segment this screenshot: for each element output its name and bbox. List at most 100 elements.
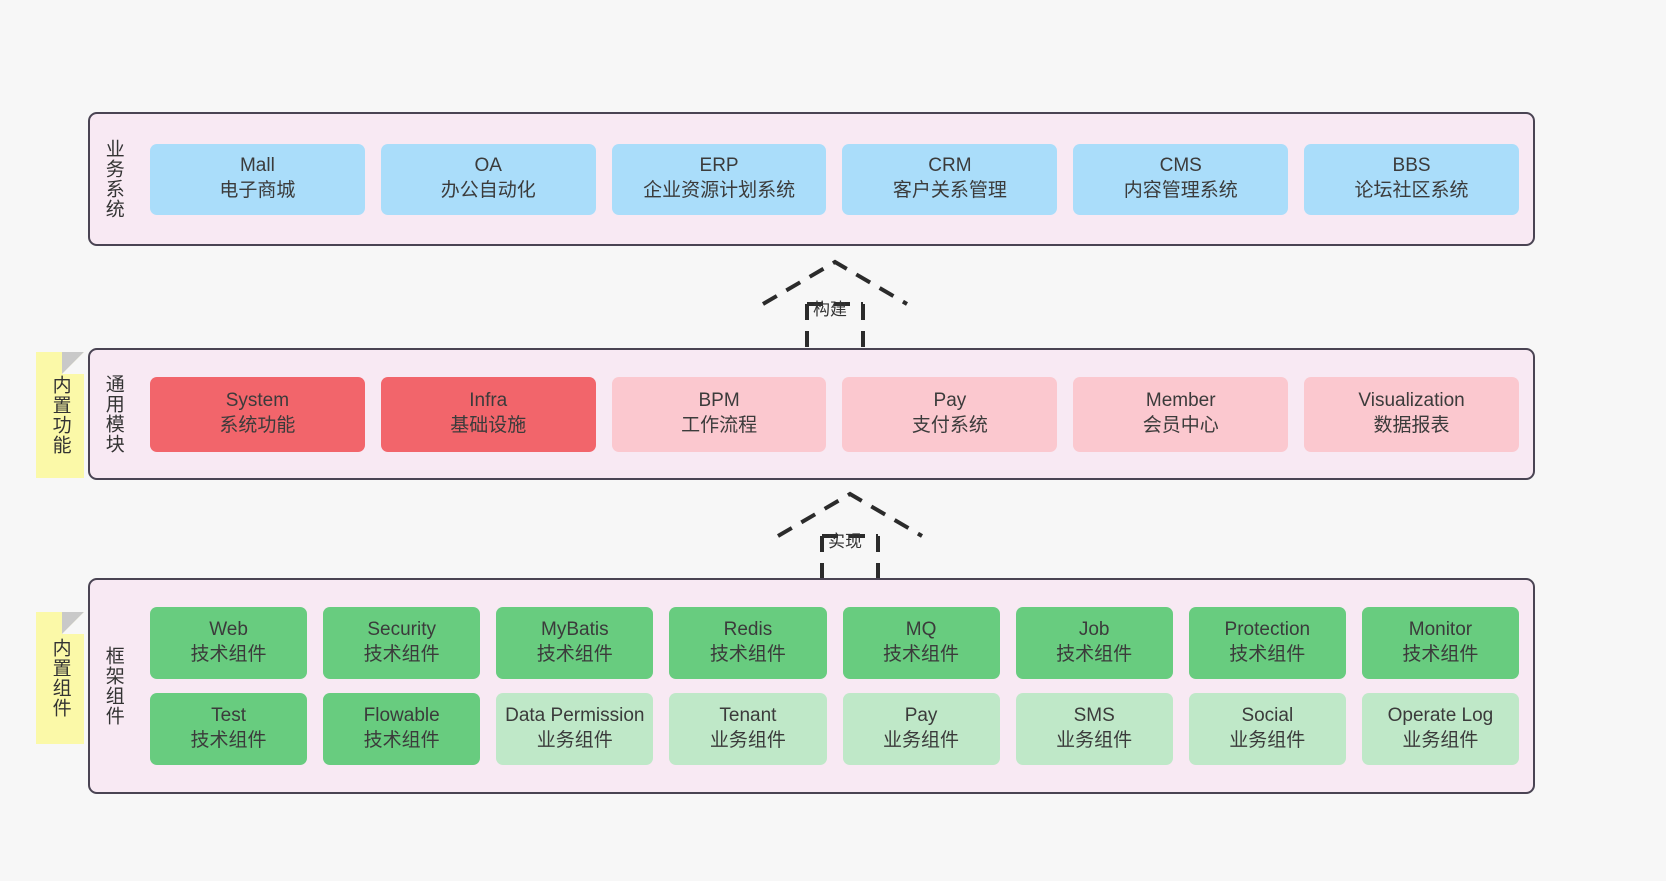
card-subtitle: 企业资源计划系统 (643, 180, 796, 201)
card-subtitle: 业务组件 (1229, 730, 1306, 751)
card-title: Test (211, 705, 246, 727)
card-subtitle: 基础设施 (450, 415, 527, 436)
card-redis[interactable]: Redis 技术组件 (669, 607, 827, 679)
card-web[interactable]: Web 技术组件 (150, 607, 308, 679)
card-oa[interactable]: OA 办公自动化 (380, 143, 596, 215)
dashed-generalization-arrow-icon (776, 491, 924, 582)
card-visualization[interactable]: Visualization 数据报表 (1304, 376, 1519, 452)
layer-label-framework-components: 框架组件 (102, 646, 124, 726)
connector-build-label: 构建 (813, 300, 847, 319)
sticky-note-builtin-features: 内置功能 (36, 352, 84, 478)
card-subtitle: 论坛社区系统 (1354, 180, 1469, 201)
card-title: Flowable (363, 705, 440, 727)
dashed-generalization-arrow-icon (761, 259, 909, 350)
card-subtitle: 系统功能 (219, 415, 296, 436)
card-sms[interactable]: SMS 业务组件 (1015, 693, 1173, 765)
card-row: System 系统功能 Infra 基础设施 BPM 工作流程 Pay 支付系统… (150, 376, 1519, 452)
sticky-note-builtin-components: 内置组件 (36, 612, 84, 744)
card-data-permission[interactable]: Data Permission 业务组件 (496, 693, 654, 765)
layer-body-business-system: Mall 电子商城 OA 办公自动化 ERP 企业资源计划系统 CRM 客户关系… (136, 114, 1533, 244)
card-title: System (225, 390, 290, 412)
card-subtitle: 技术组件 (1402, 644, 1479, 665)
card-bpm[interactable]: BPM 工作流程 (611, 376, 827, 452)
card-subtitle: 支付系统 (911, 415, 988, 436)
card-mq[interactable]: MQ 技术组件 (842, 607, 1000, 679)
layer-framework-components: 框架组件 Web 技术组件 Security 技术组件 MyBatis 技术组件… (88, 578, 1535, 794)
card-title: Pay (933, 390, 967, 412)
card-infra[interactable]: Infra 基础设施 (380, 376, 596, 452)
card-row: Mall 电子商城 OA 办公自动化 ERP 企业资源计划系统 CRM 客户关系… (150, 143, 1519, 215)
card-social[interactable]: Social 业务组件 (1188, 693, 1346, 765)
card-pay[interactable]: Pay 支付系统 (842, 376, 1058, 452)
card-subtitle: 技术组件 (363, 730, 440, 751)
card-title: Infra (469, 390, 508, 412)
card-subtitle: 技术组件 (190, 644, 267, 665)
card-title: Job (1078, 619, 1110, 641)
connector-build: 构建 (745, 254, 925, 350)
layer-common-modules: 通用模块 System 系统功能 Infra 基础设施 BPM 工作流程 Pay… (88, 348, 1535, 480)
card-subtitle: 电子商城 (219, 180, 296, 201)
card-subtitle: 技术组件 (1229, 644, 1306, 665)
card-mall[interactable]: Mall 电子商城 (150, 143, 365, 215)
card-row: Test 技术组件 Flowable 技术组件 Data Permission … (150, 693, 1519, 765)
card-title: MyBatis (541, 619, 609, 641)
layer-body-common-modules: System 系统功能 Infra 基础设施 BPM 工作流程 Pay 支付系统… (136, 350, 1533, 478)
card-title: Protection (1224, 619, 1311, 641)
card-title: Social (1241, 705, 1294, 727)
card-subtitle: 业务组件 (709, 730, 786, 751)
layer-body-framework-components: Web 技术组件 Security 技术组件 MyBatis 技术组件 Redi… (136, 580, 1533, 792)
card-test[interactable]: Test 技术组件 (150, 693, 308, 765)
sticky-note-label: 内置组件 (49, 638, 71, 718)
card-protection[interactable]: Protection 技术组件 (1188, 607, 1346, 679)
card-crm[interactable]: CRM 客户关系管理 (842, 143, 1058, 215)
card-title: ERP (699, 155, 739, 177)
card-title: MQ (905, 619, 937, 641)
card-subtitle: 技术组件 (363, 644, 440, 665)
card-title: SMS (1073, 705, 1115, 727)
card-title: Member (1145, 390, 1216, 412)
card-title: Tenant (719, 705, 777, 727)
card-subtitle: 内容管理系统 (1123, 180, 1238, 201)
card-subtitle: 业务组件 (1056, 730, 1133, 751)
connector-implement-label: 实现 (828, 532, 862, 551)
card-subtitle: 业务组件 (1402, 730, 1479, 751)
layer-business-system: 业务系统 Mall 电子商城 OA 办公自动化 ERP 企业资源计划系统 CRM… (88, 112, 1535, 246)
card-title: BPM (698, 390, 740, 412)
card-job[interactable]: Job 技术组件 (1015, 607, 1173, 679)
card-cms[interactable]: CMS 内容管理系统 (1073, 143, 1289, 215)
card-title: OA (474, 155, 502, 177)
card-title: Monitor (1408, 619, 1473, 641)
card-subtitle: 技术组件 (536, 644, 613, 665)
card-security[interactable]: Security 技术组件 (323, 607, 481, 679)
card-subtitle: 技术组件 (883, 644, 960, 665)
card-title: CRM (928, 155, 972, 177)
card-subtitle: 技术组件 (190, 730, 267, 751)
card-member[interactable]: Member 会员中心 (1073, 376, 1289, 452)
card-subtitle: 技术组件 (709, 644, 786, 665)
card-title: Security (367, 619, 436, 641)
card-title: BBS (1392, 155, 1431, 177)
card-title: Data Permission (505, 705, 645, 727)
card-subtitle: 业务组件 (536, 730, 613, 751)
card-title: Mall (239, 155, 275, 177)
card-subtitle: 工作流程 (681, 415, 758, 436)
card-tenant[interactable]: Tenant 业务组件 (669, 693, 827, 765)
card-title: Visualization (1358, 390, 1465, 412)
layer-label-business-system: 业务系统 (102, 139, 124, 219)
card-system[interactable]: System 系统功能 (150, 376, 365, 452)
card-subtitle: 会员中心 (1142, 415, 1219, 436)
connector-implement: 实现 (760, 486, 940, 582)
card-monitor[interactable]: Monitor 技术组件 (1361, 607, 1519, 679)
card-pay-business[interactable]: Pay 业务组件 (842, 693, 1000, 765)
card-title: Web (209, 619, 248, 641)
card-title: Operate Log (1387, 705, 1494, 727)
card-erp[interactable]: ERP 企业资源计划系统 (611, 143, 827, 215)
card-flowable[interactable]: Flowable 技术组件 (323, 693, 481, 765)
card-bbs[interactable]: BBS 论坛社区系统 (1304, 143, 1519, 215)
sticky-note-label: 内置功能 (49, 375, 71, 455)
card-subtitle: 技术组件 (1056, 644, 1133, 665)
card-mybatis[interactable]: MyBatis 技术组件 (496, 607, 654, 679)
card-operate-log[interactable]: Operate Log 业务组件 (1361, 693, 1519, 765)
card-title: CMS (1159, 155, 1202, 177)
